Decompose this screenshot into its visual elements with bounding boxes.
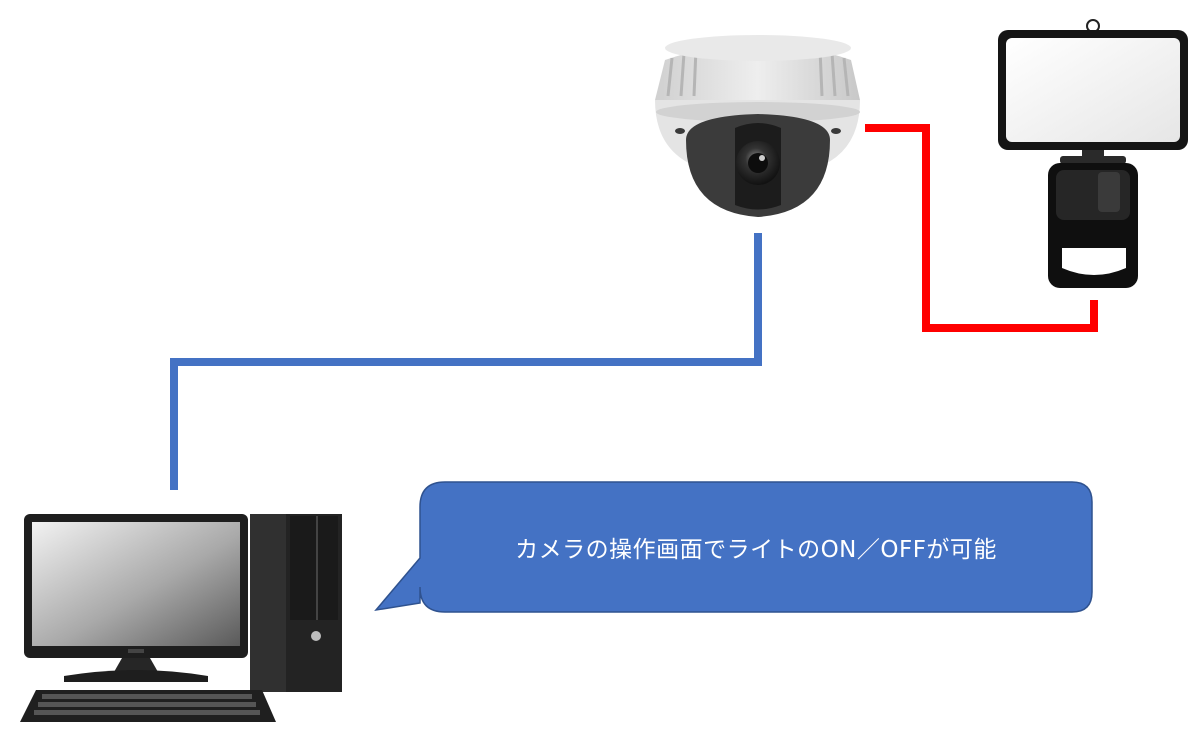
callout-bubble [374, 481, 1093, 613]
desktop-computer-icon [20, 514, 342, 722]
callout-text: カメラの操作画面でライトのON／OFFが可能 [515, 537, 997, 563]
dome-camera-icon [655, 35, 860, 217]
camera-to-computer-line [170, 233, 762, 490]
camera-to-light-line [865, 124, 1098, 332]
sensor-light-icon [998, 19, 1188, 288]
